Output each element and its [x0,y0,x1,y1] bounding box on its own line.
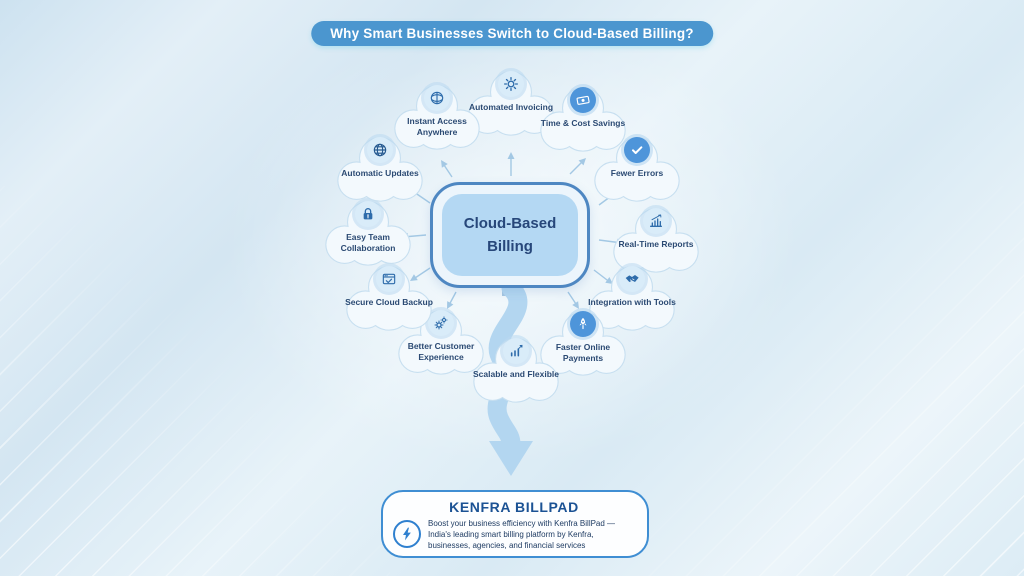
node-time-cost-savings: Time & Cost Savings [531,80,635,164]
background-stripes-left [0,186,390,576]
growth-bars-icon [503,338,529,364]
node-label: Instant Access Anywhere [407,116,467,138]
bar-chart-icon [643,208,669,234]
gears-icon [428,310,454,336]
padlock-icon [355,201,381,227]
rocket-icon [570,311,596,337]
check-icon [624,137,650,163]
node-faster-online-payments: Faster Online Payments [531,304,635,388]
node-instant-access-anywhere: Instant Access Anywhere [385,78,489,162]
cloud-shape [346,266,432,331]
handshake-icon [619,266,645,292]
cloud-shape [589,266,675,331]
center-node-inner: Cloud-Based Billing [442,194,578,276]
lightning-bolt-icon [393,520,421,548]
footer-title: KENFRA BILLPAD [449,499,579,515]
page-title: Why Smart Businesses Switch to Cloud-Bas… [311,21,713,46]
node-label: Scalable and Flexible [473,369,559,379]
browser-window-icon [376,266,402,292]
cash-icon [570,87,596,113]
node-label: Automatic Updates [341,168,419,178]
globe-icon [424,85,450,111]
node-label: Easy Team Collaboration [340,232,396,254]
node-scalable-and-flexible: Scalable and Flexible [464,331,568,415]
footer-description: Boost your business efficiency with Kenf… [428,519,616,551]
background-stripes-right [634,186,1024,576]
node-label: Real-Time Reports [618,239,694,249]
node-label: Fewer Errors [610,168,664,178]
cloud-shape [394,85,480,150]
globe-grid-icon [367,137,393,163]
center-node-title: Cloud-Based Billing [463,214,557,255]
node-label: Secure Cloud Backup [345,297,433,307]
node-label: Time & Cost Savings [540,118,626,128]
node-secure-cloud-backup: Secure Cloud Backup [337,259,441,343]
node-integration-with-tools: Integration with Tools [580,259,684,343]
node-label: Faster Online Payments [555,342,611,364]
footer-box: KENFRA BILLPAD Boost your business effic… [381,490,649,558]
cloud-shape [540,311,626,376]
node-real-time-reports: Real-Time Reports [604,201,708,285]
node-better-customer-experience: Better Customer Experience [389,303,493,387]
center-node: Cloud-Based Billing [430,182,590,288]
node-automated-invoicing: Automated Invoicing [459,64,563,148]
node-easy-team-collaboration: Easy Team Collaboration [316,194,420,278]
node-fewer-errors: Fewer Errors [585,130,689,214]
node-label: Integration with Tools [588,297,676,307]
gear-icon [498,71,524,97]
node-label: Better Customer Experience [407,341,475,363]
node-label: Automated Invoicing [468,102,554,112]
node-automatic-updates: Automatic Updates [328,130,432,214]
